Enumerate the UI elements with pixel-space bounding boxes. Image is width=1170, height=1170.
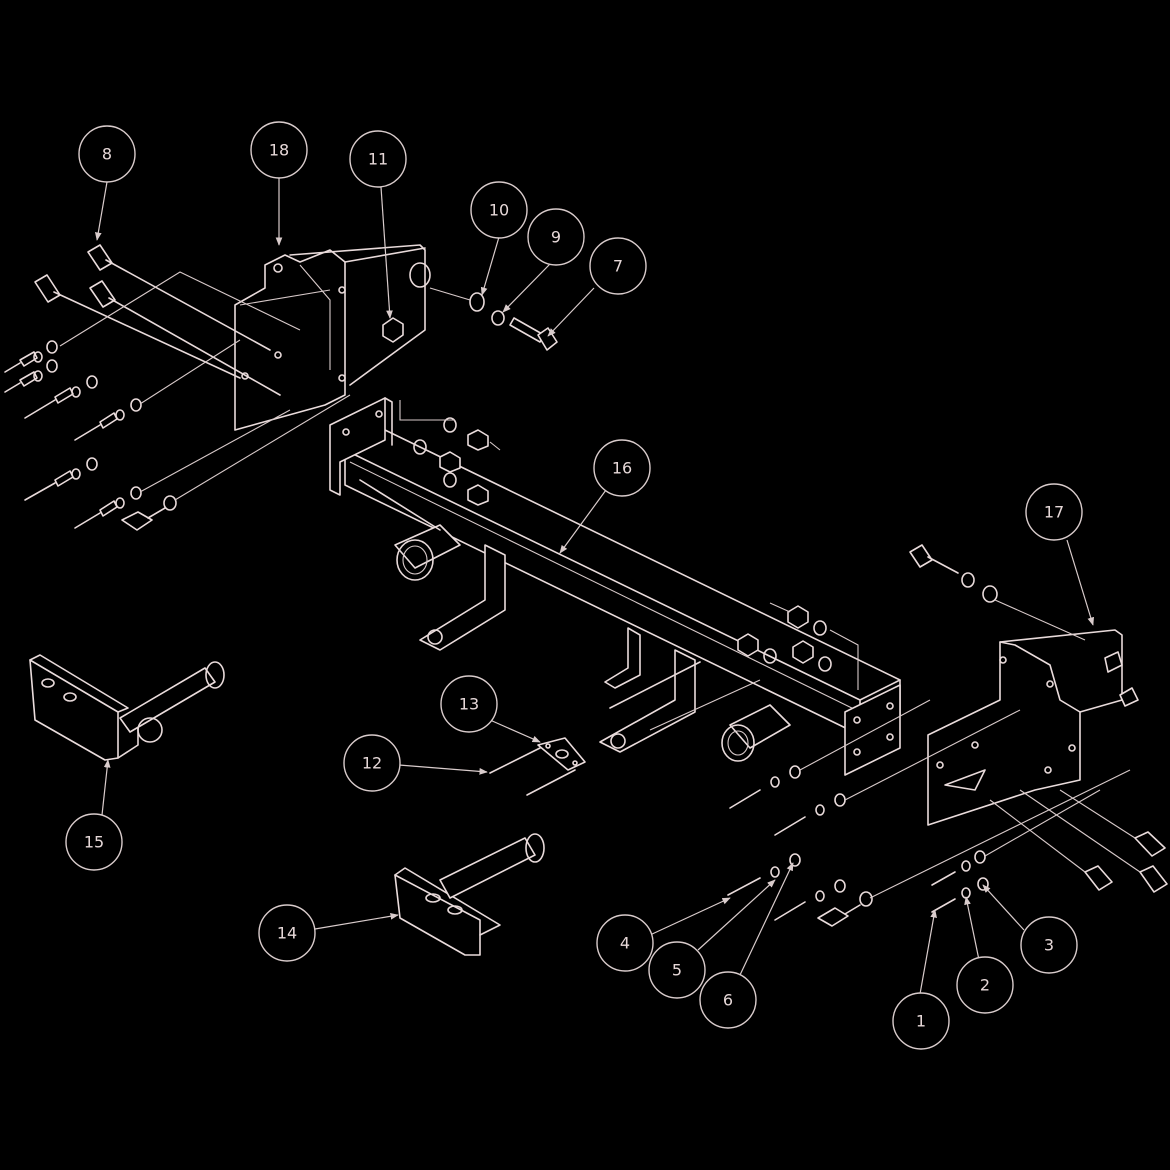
callout-16: 16 [593,439,651,497]
callout-1: 1 [892,992,950,1050]
callout-15: 15 [65,813,123,871]
callout-17: 17 [1025,483,1083,541]
callout-15-label: 15 [84,833,104,852]
callout-11: 11 [349,130,407,188]
callout-12: 12 [343,734,401,792]
callout-6: 6 [699,971,757,1029]
tow-bracket-15 [29,654,225,761]
callout-7-label: 7 [613,257,623,276]
callout-18: 18 [250,121,308,179]
callout-14: 14 [258,904,316,962]
callout-4: 4 [596,914,654,972]
callout-9: 9 [527,208,585,266]
leader-lines [94,178,1095,995]
callout-1-label: 1 [916,1012,926,1031]
callout-13-label: 13 [459,695,479,714]
callout-8: 8 [78,125,136,183]
pin-plate [489,737,586,796]
callout-7: 7 [589,237,647,295]
callout-5-label: 5 [672,961,682,980]
callout-13: 13 [440,675,498,733]
callout-17-label: 17 [1044,503,1064,522]
callout-4-label: 4 [620,934,630,953]
callout-14-label: 14 [277,924,297,943]
callout-6-label: 6 [723,991,733,1010]
callout-3: 3 [1020,916,1078,974]
main-crossbar [329,397,901,776]
left-hardware [4,244,558,531]
callout-10: 10 [470,181,528,239]
callout-9-label: 9 [551,228,561,247]
right-hardware [727,544,1168,927]
tow-bracket-14 [394,833,545,956]
callout-2: 2 [956,956,1014,1014]
callout-2-label: 2 [980,976,990,995]
callout-8-label: 8 [102,145,112,164]
callout-5: 5 [648,941,706,999]
callout-18-label: 18 [269,141,289,160]
callout-10-label: 10 [489,201,509,220]
callout-12-label: 12 [362,754,382,773]
callout-16-label: 16 [612,459,632,478]
callout-3-label: 3 [1044,936,1054,955]
right-side-bracket [927,629,1139,826]
callout-11-label: 11 [368,150,388,169]
